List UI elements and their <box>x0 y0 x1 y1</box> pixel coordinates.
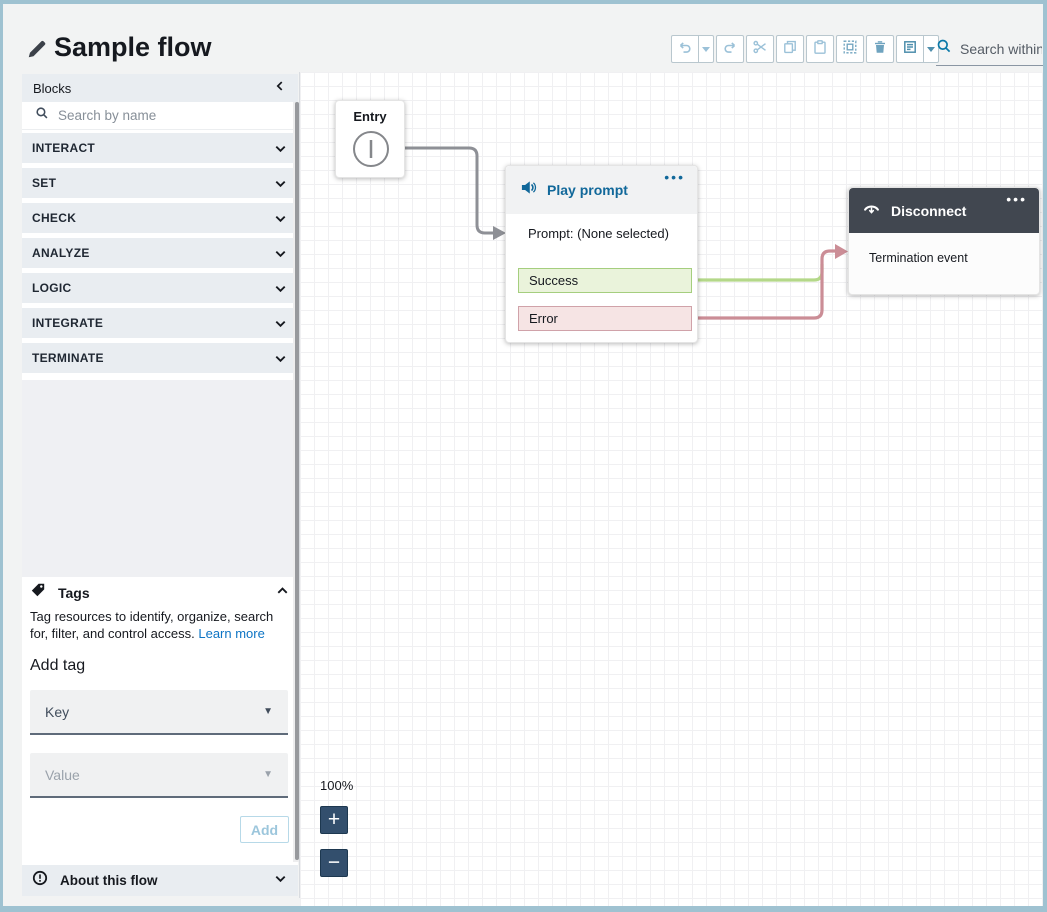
chevron-down-icon <box>273 871 288 891</box>
undo-dropdown-button[interactable] <box>698 36 713 62</box>
sidebar-spacer <box>22 380 298 577</box>
search-within-flow <box>936 38 1043 66</box>
select-all-button[interactable] <box>837 36 863 62</box>
entry-block[interactable]: Entry <box>335 100 405 178</box>
search-icon <box>35 106 49 125</box>
undo-button[interactable] <box>672 36 698 62</box>
search-icon <box>936 38 952 59</box>
speaker-icon <box>520 179 537 201</box>
chevron-down-icon <box>273 316 288 331</box>
caret-down-icon: ▼ <box>263 769 273 780</box>
tag-value-select[interactable]: Value ▼ <box>30 753 288 798</box>
toolbar <box>671 35 939 63</box>
play-prompt-header: Play prompt <box>506 166 697 214</box>
blocks-panel-header: Blocks <box>22 74 298 102</box>
blocks-search-input[interactable] <box>58 108 258 123</box>
chevron-up-icon <box>275 583 290 603</box>
page-border-top <box>0 0 1047 4</box>
disconnect-header: Disconnect <box>849 188 1039 233</box>
tags-header[interactable]: Tags <box>30 582 290 603</box>
sidebar-item-logic[interactable]: LOGIC <box>22 273 298 303</box>
disconnect-block[interactable]: Disconnect ••• Termination event <box>848 187 1040 295</box>
zoom-level-label: 100% <box>320 778 354 793</box>
zoom-in-button[interactable]: + <box>320 806 348 834</box>
output-success[interactable]: Success <box>518 268 692 293</box>
connector-success-to-disconnect[interactable] <box>688 264 824 289</box>
redo-icon <box>722 39 738 60</box>
disconnect-menu-button[interactable]: ••• <box>1006 191 1027 207</box>
cut-button[interactable] <box>747 36 773 62</box>
chevron-down-icon <box>273 141 288 156</box>
page-border-bottom <box>0 906 1047 912</box>
sidebar-item-check[interactable]: CHECK <box>22 203 298 233</box>
disconnect-title: Disconnect <box>891 202 967 219</box>
page-title: Sample flow <box>54 32 212 62</box>
tags-description: Tag resources to identify, organize, sea… <box>30 609 274 641</box>
tag-icon <box>30 582 46 603</box>
entry-point-icon <box>351 129 391 174</box>
flow-canvas[interactable]: Entry Play prompt ••• Prompt: (None sele… <box>300 72 1043 906</box>
about-title: About this flow <box>60 873 158 888</box>
page-border-right <box>1043 0 1047 912</box>
search-within-input[interactable] <box>960 40 1042 57</box>
add-tag-heading: Add tag <box>30 657 86 674</box>
sidebar-item-set[interactable]: SET <box>22 168 298 198</box>
edit-title-pencil-icon[interactable] <box>26 38 48 65</box>
select-all-icon <box>842 39 858 60</box>
chevron-down-icon <box>273 211 288 226</box>
collapse-panel-button[interactable] <box>273 79 287 98</box>
blocks-panel-title: Blocks <box>33 80 72 96</box>
notes-dropdown-button[interactable] <box>923 36 938 62</box>
play-prompt-body-text: Prompt: (None selected) <box>528 226 669 241</box>
page-border-left <box>0 0 3 912</box>
learn-more-link[interactable]: Learn more <box>198 626 265 641</box>
trash-icon <box>872 39 888 60</box>
blocks-search <box>22 102 298 130</box>
chevron-down-icon <box>273 351 288 366</box>
info-icon <box>32 870 48 891</box>
caret-down-icon <box>926 40 936 58</box>
sidebar-item-integrate[interactable]: INTEGRATE <box>22 308 298 338</box>
undo-icon <box>677 39 693 60</box>
sidebar-item-analyze[interactable]: ANALYZE <box>22 238 298 268</box>
paste-icon <box>812 39 828 60</box>
sidebar-scrollbar-thumb[interactable] <box>295 102 299 860</box>
zoom-out-button[interactable]: − <box>320 849 348 877</box>
play-prompt-title: Play prompt <box>547 182 628 198</box>
notes-icon <box>902 39 918 60</box>
sidebar-item-interact[interactable]: INTERACT <box>22 133 298 163</box>
copy-icon <box>782 39 798 60</box>
redo-button[interactable] <box>717 36 743 62</box>
chevron-down-icon <box>273 281 288 296</box>
add-tag-button[interactable]: Add <box>240 816 289 843</box>
play-prompt-menu-button[interactable]: ••• <box>664 169 685 185</box>
tags-title: Tags <box>58 584 90 601</box>
entry-block-title: Entry <box>353 109 387 124</box>
about-this-flow-header[interactable]: About this flow <box>22 865 298 896</box>
phone-disconnect-icon <box>863 201 880 221</box>
sidebar-divider <box>299 72 300 898</box>
disconnect-body-text: Termination event <box>869 251 968 265</box>
play-prompt-block[interactable]: Play prompt ••• Prompt: (None selected) … <box>505 165 698 343</box>
tag-key-select[interactable]: Key ▼ <box>30 690 288 735</box>
output-error[interactable]: Error <box>518 306 692 331</box>
notes-button[interactable] <box>897 36 923 62</box>
delete-button[interactable] <box>867 36 893 62</box>
connector-error-to-disconnect[interactable] <box>688 244 849 327</box>
chevron-down-icon <box>273 176 288 191</box>
sidebar-item-terminate[interactable]: TERMINATE <box>22 343 298 373</box>
chevron-down-icon <box>273 246 288 261</box>
copy-button[interactable] <box>777 36 803 62</box>
paste-button[interactable] <box>807 36 833 62</box>
caret-down-icon: ▼ <box>263 706 273 717</box>
scissors-icon <box>752 39 768 60</box>
caret-down-icon <box>701 40 711 58</box>
